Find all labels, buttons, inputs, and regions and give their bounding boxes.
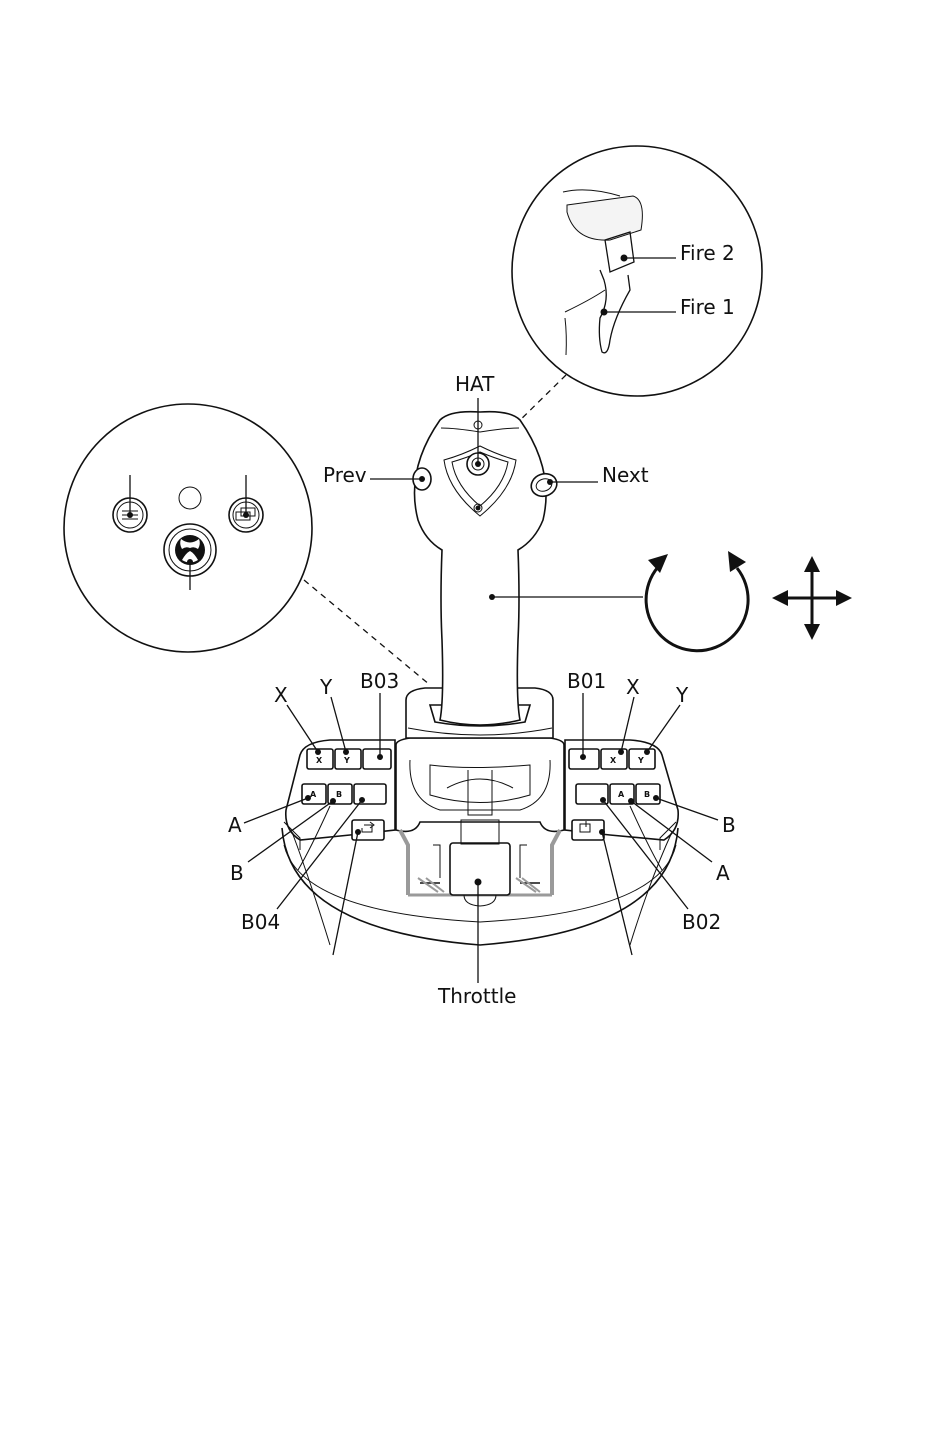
left-a-label: A [228, 813, 242, 837]
right-y-keycap: Y [637, 756, 644, 765]
fire2-label: Fire 2 [680, 241, 735, 265]
xbox-buttons-inset [64, 404, 430, 685]
right-b-label: B [722, 813, 736, 837]
right-options-button [572, 820, 604, 840]
next-label: Next [602, 463, 649, 487]
left-b04-label: B04 [241, 910, 280, 934]
right-b-keycap: B [644, 790, 650, 799]
right-y-label: Y [675, 683, 689, 707]
trigger-detail-inset [510, 146, 762, 430]
left-a-keycap: A [310, 790, 317, 799]
left-b03-button [363, 749, 391, 769]
left-b-label: B [230, 861, 244, 885]
throttle-label: Throttle [437, 984, 516, 1008]
four-way-arrow-icon [772, 556, 852, 640]
hat-label: HAT [455, 372, 495, 396]
left-y-label: Y [319, 675, 333, 699]
right-a-keycap: A [618, 790, 625, 799]
fire1-label: Fire 1 [680, 295, 735, 319]
right-b01-label: B01 [567, 669, 606, 693]
left-x-keycap: X [316, 756, 323, 765]
left-y-keycap: Y [343, 756, 350, 765]
left-x-label: X [274, 683, 288, 707]
left-b04-button [354, 784, 386, 804]
rotation-arrows-icon [646, 551, 748, 651]
left-b03-label: B03 [360, 669, 399, 693]
prev-label: Prev [323, 463, 367, 487]
right-x-label: X [626, 675, 640, 699]
right-x-keycap: X [610, 756, 617, 765]
right-a-label: A [716, 861, 730, 885]
left-b-keycap: B [336, 790, 342, 799]
right-b02-label: B02 [682, 910, 721, 934]
